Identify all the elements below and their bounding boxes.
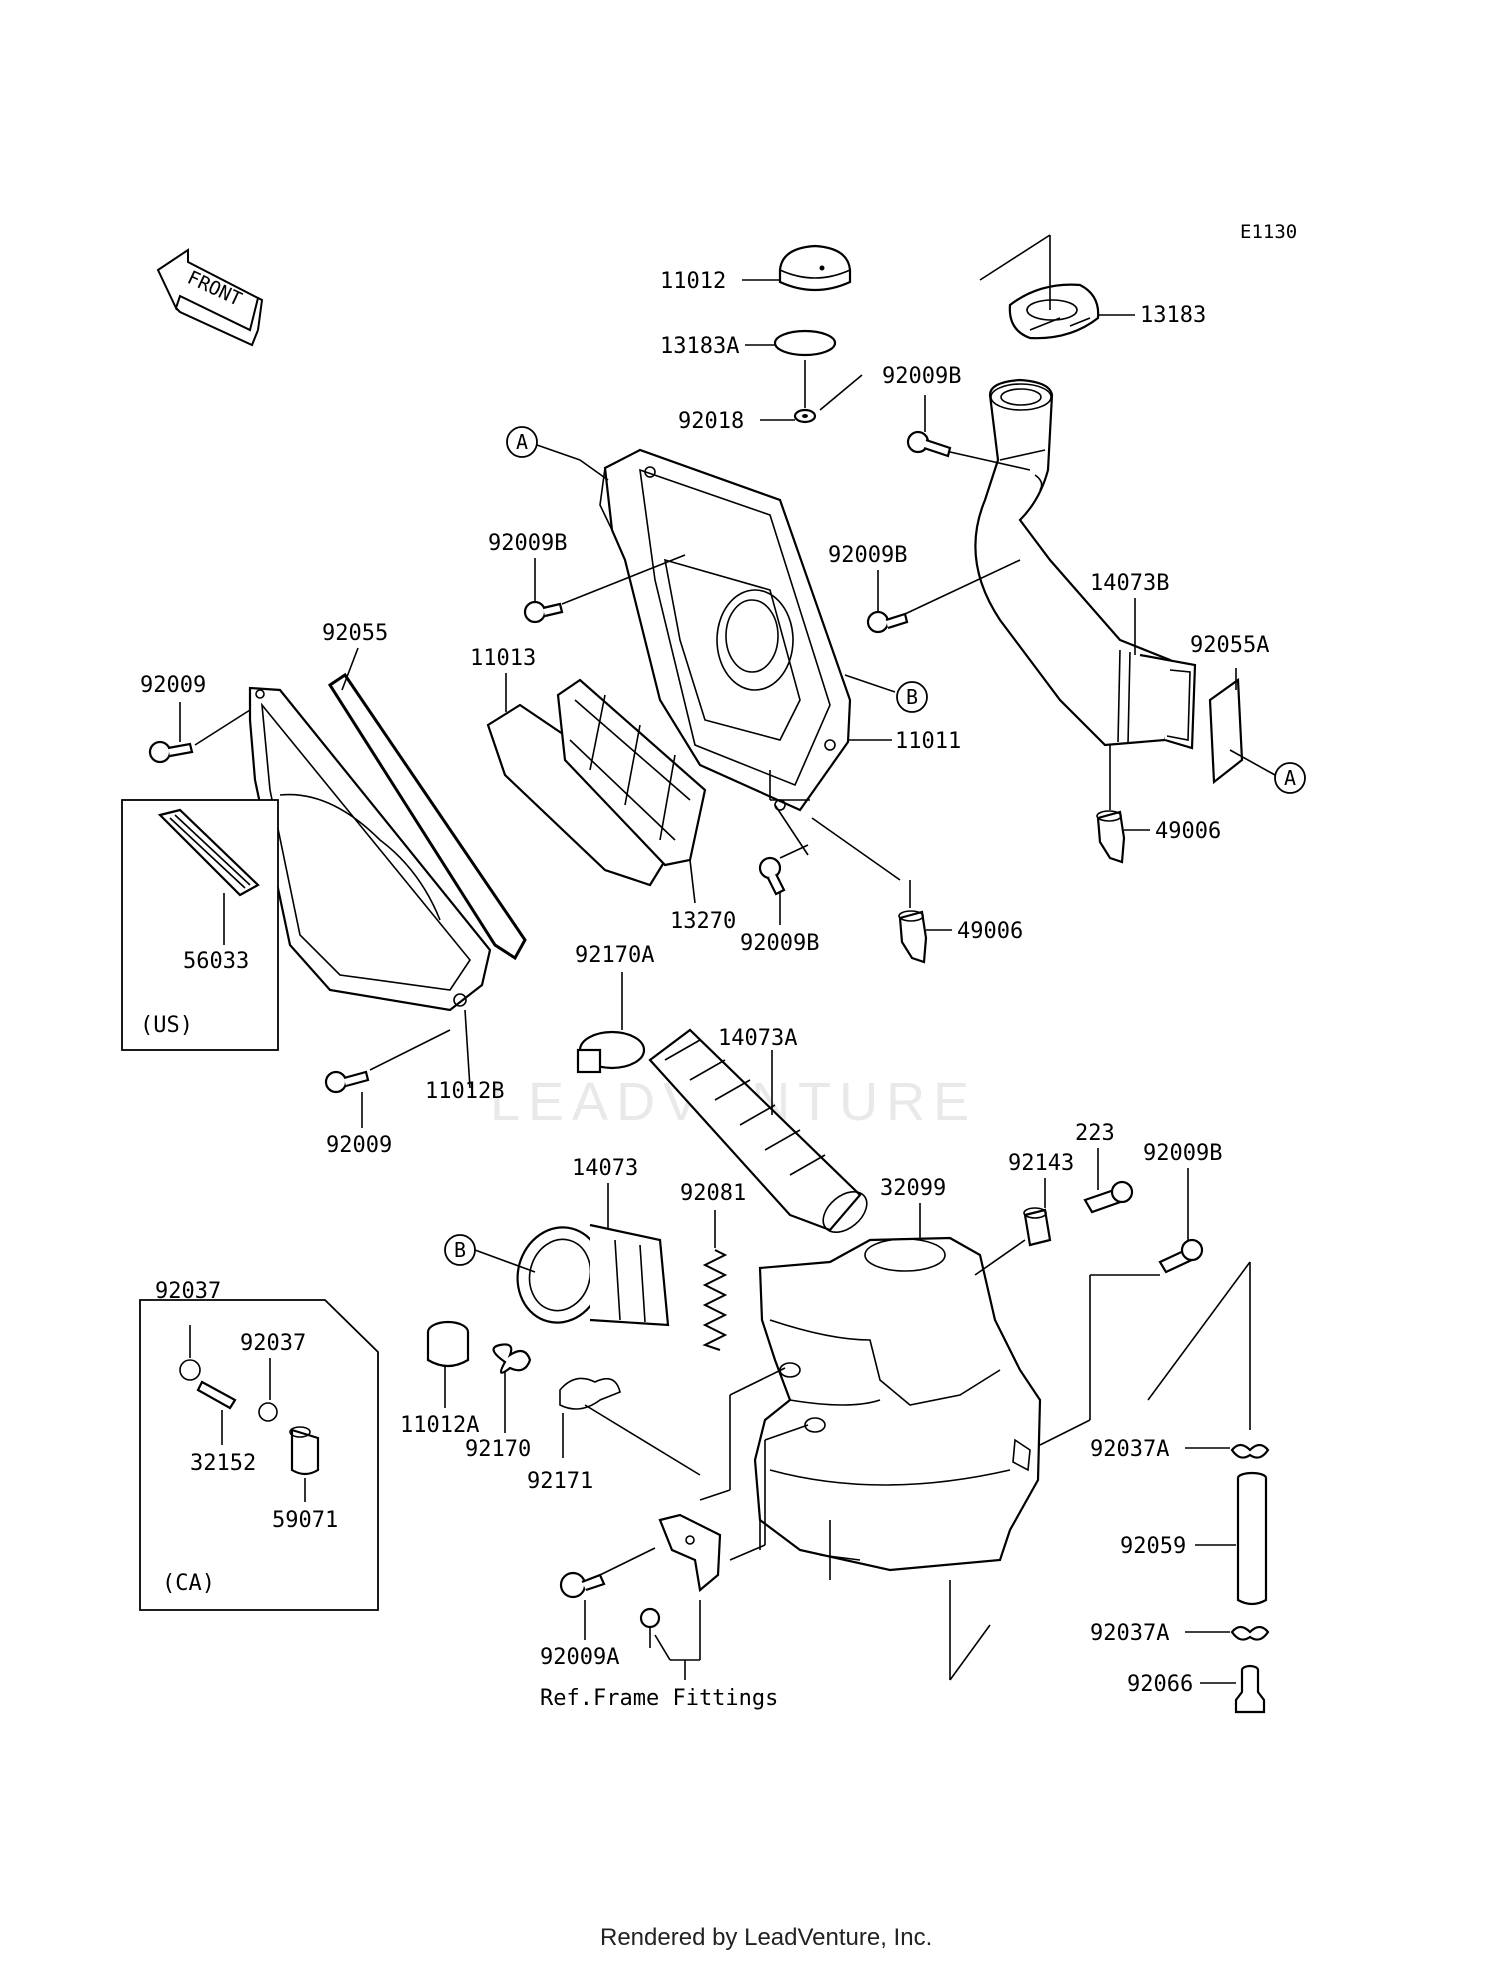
footer-credit: Rendered by LeadVenture, Inc.	[600, 1924, 932, 1951]
label-92066: 92066	[1127, 1672, 1193, 1697]
part-92055A-gasket	[1208, 677, 1244, 785]
part-56033-label-plate	[157, 808, 260, 897]
label-32152: 32152	[190, 1451, 256, 1476]
part-59071-valve	[289, 1426, 320, 1476]
marker-b-low-text: B	[454, 1238, 466, 1262]
label-11013: 11013	[470, 646, 536, 671]
us-variant-box: 56033 (US)	[121, 799, 279, 1051]
label-92037A-top: 92037A	[1090, 1437, 1169, 1462]
ca-variant-box: 92037 32152 92037 59071 (CA)	[139, 1279, 379, 1611]
part-92037A-top-clip	[1230, 1443, 1270, 1459]
part-49006-right-valve	[1096, 810, 1126, 864]
label-92081: 92081	[680, 1181, 746, 1206]
label-92009B-mid: 92009B	[828, 543, 907, 568]
label-11012B: 11012B	[425, 1079, 504, 1104]
label-92009B-left: 92009B	[488, 531, 567, 556]
label-59071: 59071	[272, 1508, 338, 1533]
part-92018-washer	[793, 408, 817, 424]
part-92009B-left-bolt	[523, 600, 564, 624]
label-92143: 92143	[1008, 1151, 1074, 1176]
label-92009-left: 92009	[140, 673, 206, 698]
part-92009A-bolt	[559, 1571, 606, 1599]
label-92009B-top: 92009B	[882, 364, 961, 389]
part-92009-left-bolt	[148, 740, 194, 764]
label-92018: 92018	[678, 409, 744, 434]
part-32152-pipe	[196, 1380, 237, 1410]
marker-a-right-text: A	[1284, 766, 1296, 790]
part-11012B-airbox-cover	[248, 686, 492, 1012]
marker-a-left	[506, 426, 538, 458]
part-223-bolt	[1083, 1180, 1134, 1214]
part-bracket	[658, 1513, 722, 1593]
part-92171-clamp	[559, 1377, 621, 1410]
part-13183-seal-ring	[1008, 283, 1100, 340]
ca-box-label: (CA)	[162, 1571, 215, 1596]
label-11012: 11012	[660, 269, 726, 294]
part-92081-spring	[702, 1249, 728, 1351]
part-92009B-low-bolt	[758, 856, 786, 896]
part-11012-cap	[778, 244, 852, 292]
ref-frame-fittings-note: Ref.Frame Fittings	[540, 1686, 778, 1711]
label-11011: 11011	[895, 729, 961, 754]
label-92009B-right: 92009B	[1143, 1141, 1222, 1166]
label-223: 223	[1075, 1121, 1115, 1146]
part-92066-plug	[1234, 1664, 1266, 1714]
part-49006-mid-valve	[898, 910, 928, 964]
marker-a-right	[1274, 762, 1306, 794]
part-92055-seal-ring	[327, 672, 527, 961]
label-92170A: 92170A	[575, 943, 654, 968]
label-14073A: 14073A	[718, 1026, 797, 1051]
us-box-label: (US)	[140, 1013, 193, 1038]
part-14073A-intake-hose	[648, 1028, 868, 1234]
front-arrow-icon: FRONT	[156, 248, 264, 347]
part-frame-fitting-bolt	[639, 1607, 661, 1648]
part-14073-carb-joint	[516, 1223, 670, 1327]
label-14073: 14073	[572, 1156, 638, 1181]
label-56033: 56033	[183, 949, 249, 974]
label-92037-a-top: 92037	[155, 1279, 221, 1304]
label-92037-b: 92037	[240, 1331, 306, 1356]
label-92055: 92055	[322, 621, 388, 646]
part-92059-tube	[1236, 1471, 1268, 1606]
part-92009B-mid-bolt	[866, 610, 909, 634]
label-13270: 13270	[670, 909, 736, 934]
diagram-code: E1130	[1240, 221, 1297, 243]
part-32099-resonator-box	[753, 1236, 1042, 1572]
label-13183A: 13183A	[660, 334, 739, 359]
part-13183A-disc	[773, 329, 837, 357]
label-14073B: 14073B	[1090, 571, 1169, 596]
label-32099: 32099	[880, 1176, 946, 1201]
part-11011-airbox-case	[599, 448, 852, 812]
part-92143-collar	[1023, 1207, 1052, 1247]
marker-b-top-text: B	[906, 685, 918, 709]
part-92009B-top-bolt	[906, 430, 952, 458]
label-11012A: 11012A	[400, 1413, 479, 1438]
part-92037A-bottom-clip	[1230, 1625, 1270, 1641]
part-92009B-right-bolt	[1158, 1238, 1204, 1274]
label-92171: 92171	[527, 1469, 593, 1494]
part-92037-clip-a	[179, 1359, 201, 1381]
part-92170A-hose-clamp	[576, 1030, 646, 1074]
part-92170-clip	[492, 1343, 532, 1374]
label-49006-right: 49006	[1155, 819, 1221, 844]
marker-a-left-text: A	[516, 430, 528, 454]
label-49006-mid: 49006	[957, 919, 1023, 944]
label-92009-low: 92009	[326, 1133, 392, 1158]
label-92009B-low: 92009B	[740, 931, 819, 956]
label-92055A: 92055A	[1190, 633, 1269, 658]
label-92059: 92059	[1120, 1534, 1186, 1559]
part-11013-foam-filter	[486, 703, 692, 887]
part-14073B-duct	[974, 378, 1197, 750]
label-92037A-bottom: 92037A	[1090, 1621, 1169, 1646]
part-92009-low-bolt	[324, 1070, 370, 1094]
marker-b-top	[896, 681, 928, 713]
label-92170: 92170	[465, 1437, 531, 1462]
label-92009A: 92009A	[540, 1645, 619, 1670]
part-11012A-plug	[426, 1320, 470, 1368]
part-92037-clip-b	[258, 1402, 278, 1422]
label-13183: 13183	[1140, 303, 1206, 328]
